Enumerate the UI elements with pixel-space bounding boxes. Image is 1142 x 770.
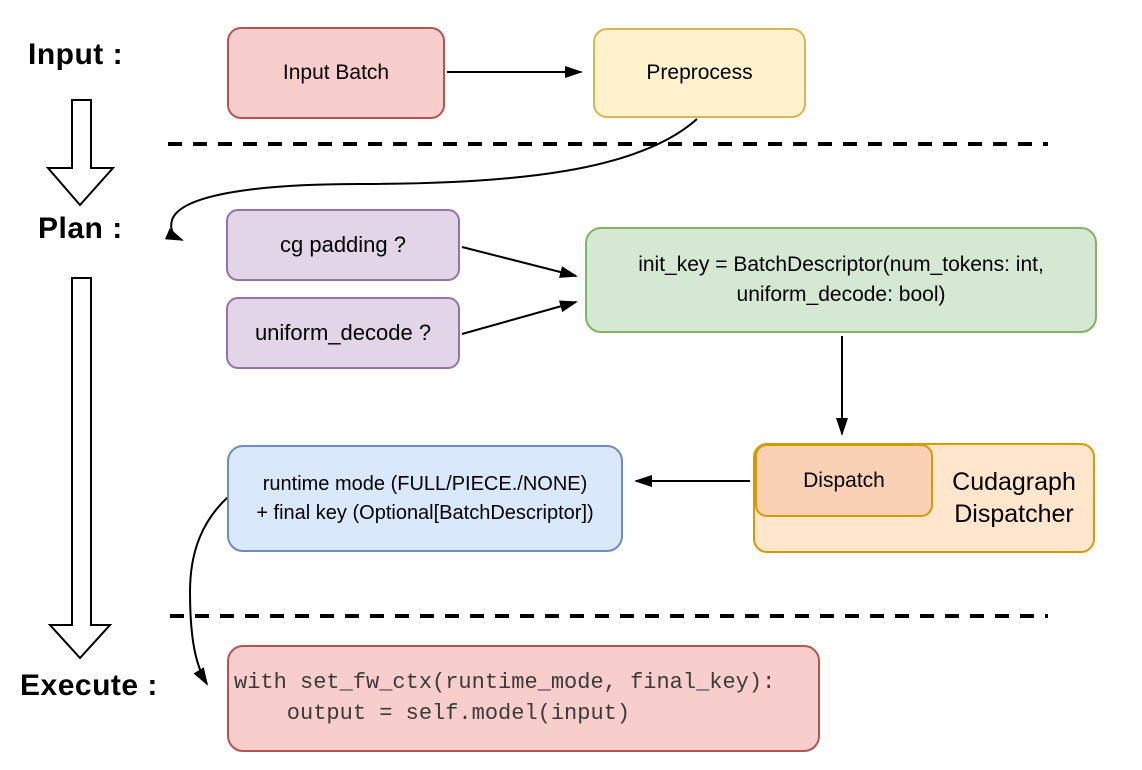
section-label-execute: Execute : [20, 669, 158, 702]
execute-code-line2: output = self.model(input) [234, 700, 631, 726]
node-uniform-decode: uniform_decode ? [226, 297, 460, 369]
node-preprocess: Preprocess [593, 28, 806, 118]
node-init-key-line2: uniform_decode: bool) [736, 283, 946, 306]
arrow-preprocess-to-cgpadding [164, 118, 698, 241]
node-input-batch: Input Batch [227, 27, 445, 119]
arrow-cgpadding-to-initkey [461, 246, 578, 278]
node-runtime-mode-line1: runtime mode (FULL/PIECE./NONE) [262, 473, 588, 496]
node-cudagraph-dispatcher-label: Cudagraph Dispatcher [933, 443, 1095, 553]
node-cg-padding: cg padding ? [226, 209, 460, 281]
node-dispatch-label: Dispatch [803, 468, 885, 492]
node-preprocess-label: Preprocess [646, 61, 753, 84]
node-init-key: init_key = BatchDescriptor(num_tokens: i… [585, 227, 1097, 333]
node-input-batch-label: Input Batch [282, 61, 390, 84]
node-execute-code: with set_fw_ctx(runtime_mode, final_key)… [227, 645, 820, 752]
node-dispatch: Dispatch [755, 444, 933, 517]
node-uniform-decode-label: uniform_decode ? [254, 320, 432, 345]
cudagraph-label-line1: Cudagraph [952, 467, 1076, 496]
node-cg-padding-label: cg padding ? [280, 232, 406, 257]
section-label-input: Input : [28, 38, 124, 71]
execute-code-line1: with set_fw_ctx(runtime_mode, final_key)… [234, 669, 776, 695]
section-arrow-input-to-plan-icon [45, 99, 116, 207]
node-runtime-mode-line2: + final key (Optional[BatchDescriptor]) [256, 501, 594, 524]
node-runtime-mode: runtime mode (FULL/PIECE./NONE) + final … [227, 445, 623, 552]
section-label-plan: Plan : [38, 212, 123, 245]
section-arrow-plan-to-execute-icon [47, 277, 113, 660]
arrow-uniformdecode-to-initkey [461, 300, 578, 335]
cudagraph-label-line2: Dispatcher [954, 500, 1074, 528]
node-init-key-line1: init_key = BatchDescriptor(num_tokens: i… [638, 253, 1044, 277]
arrow-runtimemode-to-execute [188, 496, 229, 686]
